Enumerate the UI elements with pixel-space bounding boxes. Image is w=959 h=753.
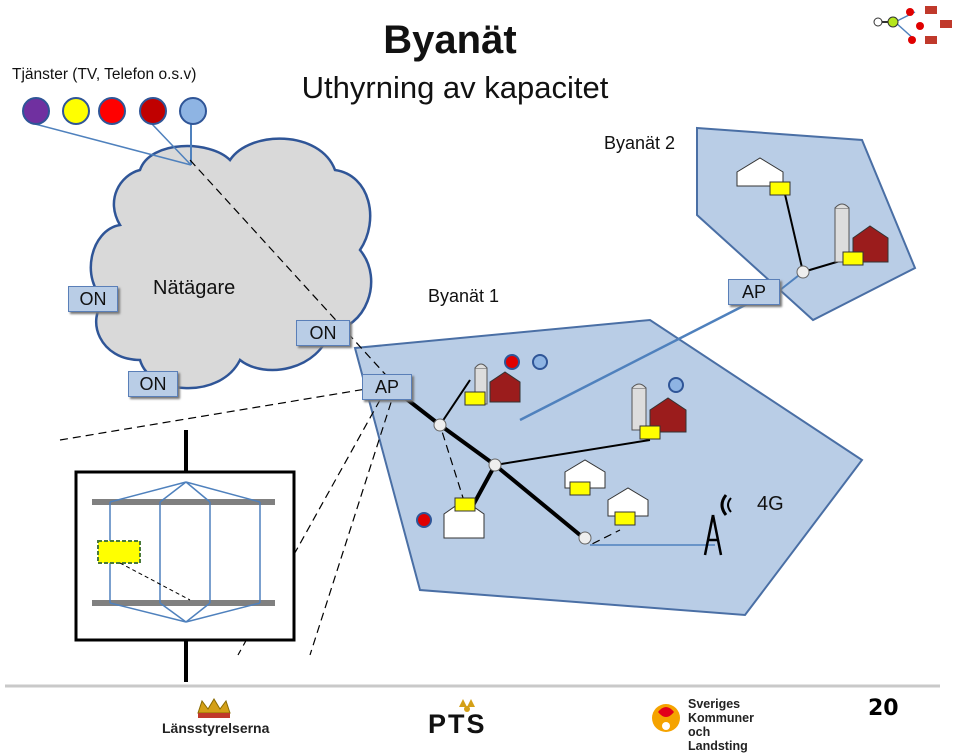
page-subtitle: Uthyrning av kapacitet	[301, 70, 609, 105]
lansstyrelserna-name: Länsstyrelserna	[162, 720, 270, 736]
house-icon	[607, 487, 649, 526]
node-on-mid: ON	[296, 320, 350, 346]
service-dots	[20, 97, 210, 127]
house-icon	[443, 497, 485, 539]
farm-building-icon	[464, 363, 521, 406]
node-on-bottom: ON	[128, 371, 178, 397]
skl-line-1: Sveriges	[688, 697, 741, 711]
skl-line-3: och Landsting	[688, 725, 748, 753]
farm-building-icon	[631, 383, 687, 440]
service-dot-blue	[668, 377, 684, 393]
page-title: Byanät	[383, 18, 517, 62]
owner-cloud	[89, 137, 373, 390]
service-dot-purple	[22, 97, 50, 125]
service-dot-yellow	[62, 97, 90, 125]
house-icon	[736, 157, 791, 196]
network-mini-icon	[873, 6, 952, 44]
house-icon	[564, 459, 606, 496]
pts-logo-text: PTS	[428, 709, 487, 739]
service-link	[34, 123, 192, 166]
splice-point	[488, 458, 502, 472]
skl-line-2: Kommuner	[688, 711, 754, 725]
building-cabinet	[74, 430, 296, 682]
cell-tower-icon	[703, 494, 732, 556]
service-dot-red	[416, 512, 432, 528]
page-number: 20	[868, 696, 899, 721]
splice-point	[796, 265, 810, 279]
service-dot-blue	[532, 354, 548, 370]
fiber-branches	[439, 189, 851, 466]
services-label: Tjänster (TV, Telefon o.s.v)	[12, 66, 197, 83]
service-dot-red	[504, 354, 520, 370]
node-on-left: ON	[68, 286, 118, 312]
service-dot-darkred	[139, 97, 167, 125]
network-1-label: Byanät 1	[428, 286, 500, 306]
service-dot-red	[98, 97, 126, 125]
service-link	[151, 123, 192, 166]
cloud-label: Nätägare	[153, 277, 236, 299]
mobile-label: 4G	[757, 493, 784, 515]
node-ap-right: AP	[728, 279, 780, 305]
skl-logo: Sveriges Kommuner och Landsting	[650, 696, 770, 753]
farm-building-icon	[834, 203, 889, 266]
lansstyrelserna-logo: Länsstyrelserna	[160, 695, 270, 741]
splice-point	[433, 418, 447, 432]
ap-right-link	[519, 298, 756, 422]
splice-point	[578, 531, 592, 545]
network-2-label: Byanät 2	[604, 133, 676, 153]
pts-logo: PTS	[428, 697, 508, 741]
service-dot-lightblue	[179, 97, 207, 125]
region-byanat-1	[353, 318, 864, 617]
node-ap-main: AP	[362, 374, 412, 400]
